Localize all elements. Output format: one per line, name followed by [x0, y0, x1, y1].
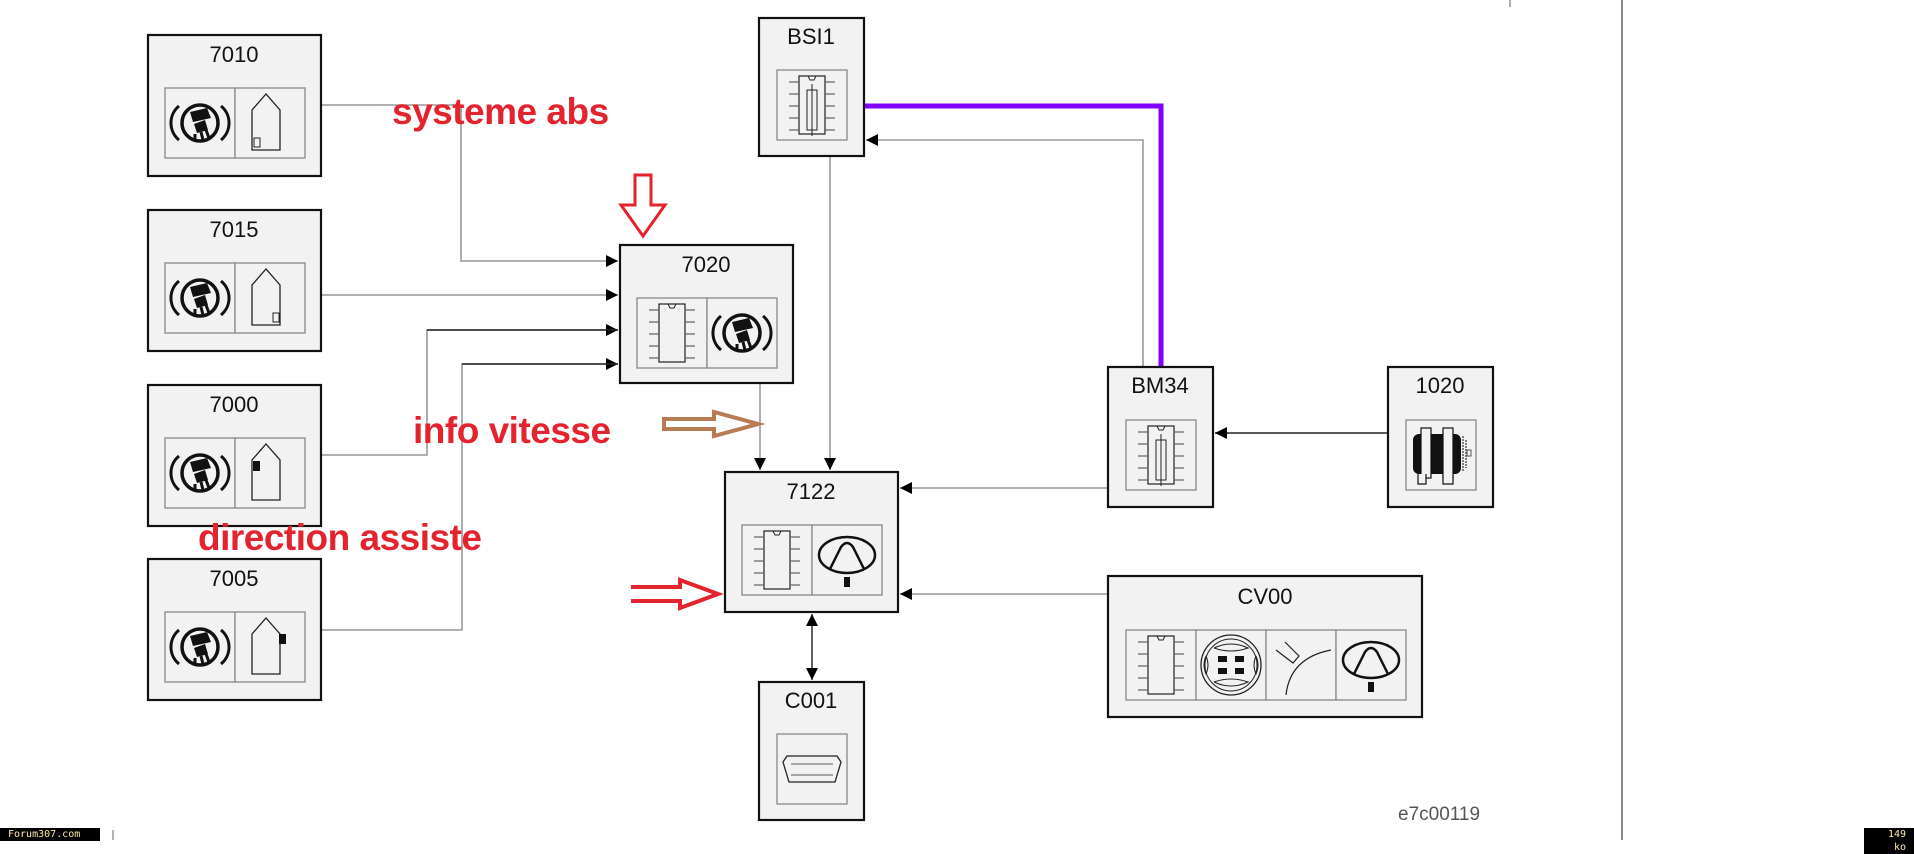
module-bsi1[interactable]: BSI1 [757, 16, 866, 158]
module-label: 1020 [1416, 373, 1465, 398]
wheel-sensor-icon [251, 93, 281, 151]
down-arrow-icon [618, 173, 668, 239]
module-label: 7005 [210, 566, 259, 591]
drawing-reference: e7c00119 [1398, 804, 1480, 825]
module-label: BM34 [1131, 373, 1188, 398]
annotation-steering: direction assiste [198, 517, 482, 558]
module-label: C001 [785, 688, 838, 713]
footer-size-badge: 149 ko [1864, 828, 1914, 854]
module-1020[interactable]: 1020 [1386, 365, 1495, 509]
footer-site-badge: Forum307.com [0, 828, 100, 841]
module-label: CV00 [1237, 584, 1292, 609]
wheel-sensor-icon [251, 268, 281, 326]
wheel-sensor-icon [251, 617, 286, 675]
annotation-abs: systeme abs [392, 91, 609, 132]
right-arrow-icon [662, 409, 766, 439]
wires [321, 103, 1388, 680]
annotation-speed: info vitesse [413, 410, 611, 451]
module-label: 7010 [210, 42, 259, 67]
wire-bm34-bsi1-highlight [864, 103, 1164, 367]
module-label: 7122 [787, 479, 836, 504]
module-bm34[interactable]: BM34 [1106, 365, 1215, 509]
wire-7010-7020 [321, 104, 618, 267]
module-7015[interactable]: 7015 [146, 208, 323, 353]
module-7010[interactable]: 7010 [146, 33, 323, 178]
module-cv00[interactable]: CV00 [1106, 574, 1424, 719]
module-7000[interactable]: 7000 [146, 383, 323, 528]
module-7122[interactable]: 7122 [723, 470, 900, 614]
module-label: 7000 [210, 392, 259, 417]
module-label: 7020 [682, 252, 731, 277]
module-c001[interactable]: C001 [757, 680, 866, 822]
wire-7005-7020 [321, 358, 618, 631]
module-7005[interactable]: 7005 [146, 557, 323, 702]
module-7020[interactable]: 7020 [618, 243, 795, 385]
right-arrow-icon [631, 577, 724, 611]
module-label: BSI1 [787, 24, 835, 49]
wire-bm34-bsi1 [866, 134, 1144, 367]
module-label: 7015 [210, 217, 259, 242]
wheel-sensor-icon [251, 443, 281, 501]
